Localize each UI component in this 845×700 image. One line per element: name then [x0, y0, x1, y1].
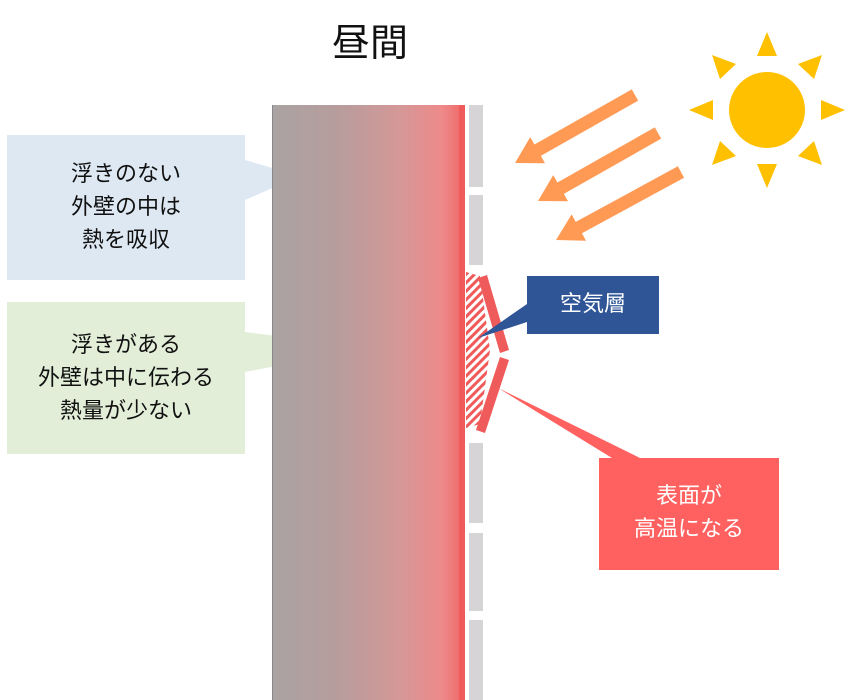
wall-tile [469, 443, 483, 523]
callout-no-float-line: 熱を吸収 [81, 228, 170, 253]
sun-icon [689, 32, 845, 188]
wall-tile [469, 620, 483, 700]
wall-tile [469, 105, 483, 187]
callout-no-float: 浮きのない 外壁の中は 熱を吸収 [7, 158, 245, 257]
callout-no-float-line: 外壁の中は [70, 195, 181, 220]
callout-no-float-line: 浮きのない [70, 162, 181, 187]
lifted-tile-upper [478, 275, 509, 353]
callout-float-line: 熱量が少ない [59, 399, 192, 424]
surface-label-line: 表面が [655, 484, 722, 509]
surface-label: 表面が 高温になる [599, 458, 779, 570]
air-layer-label: 空気層 [527, 276, 659, 334]
exterior-wall [272, 105, 465, 700]
callout-float: 浮きがある 外壁は中に伝わる 熱量が少ない [7, 329, 245, 428]
wall-tile [469, 533, 483, 611]
sunlight-arrows [515, 89, 685, 241]
lifted-tile-lower [476, 357, 509, 433]
surface-pointer [498, 388, 640, 458]
sunlight-arrow [556, 166, 685, 241]
surface-label-line: 高温になる [633, 517, 744, 542]
callout-float-line: 外壁は中に伝わる [37, 366, 214, 391]
wall-tile [469, 195, 483, 265]
callout-float-line: 浮きがある [70, 333, 181, 358]
sunlight-arrow [515, 89, 639, 164]
sunlight-arrow [538, 127, 662, 202]
callout-no-float-shape [7, 135, 300, 280]
wall-surface-layer [459, 105, 465, 700]
air-layer-hatch [466, 272, 490, 428]
page-title: 昼間 [331, 21, 408, 65]
air-layer-pointer [478, 304, 527, 338]
